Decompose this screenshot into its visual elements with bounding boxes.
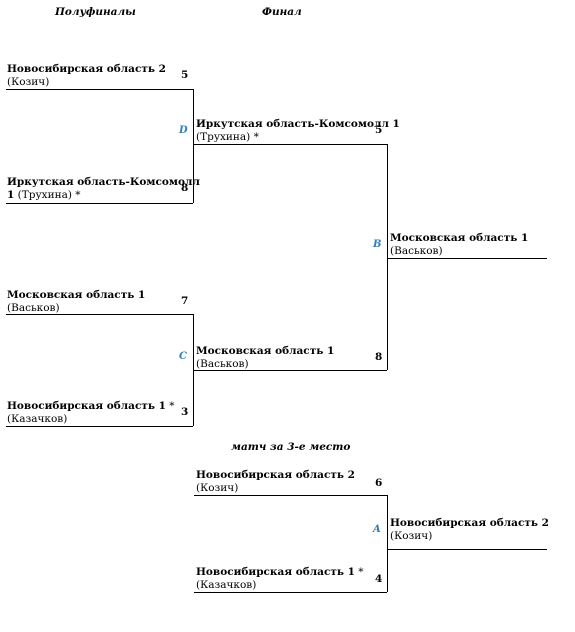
team-coach: (Козич) (390, 530, 433, 542)
team-name: Новосибирская область 2 (196, 469, 355, 481)
bracket-line (6, 426, 193, 427)
match-letter-b: B (373, 239, 382, 250)
team-coach: (Трухина) (196, 131, 251, 143)
team-name: Новосибирская область 1 (7, 400, 166, 412)
asterisk-mark: * (75, 189, 81, 201)
team-coach: (Трухина) (17, 189, 72, 201)
final-score-bottom: 8 (375, 351, 383, 363)
match-letter-a: A (373, 524, 381, 535)
bracket-line (6, 89, 193, 90)
team-coach: (Казачков) (196, 579, 257, 591)
final-header: Финал (262, 6, 302, 18)
bracket-line (194, 592, 387, 593)
semifinals-header: Полуфиналы (55, 6, 136, 18)
final-score-top: 5 (375, 124, 383, 136)
bracket-line (387, 495, 388, 592)
team-name: Московская область 1 (7, 289, 146, 301)
bracket-line (194, 495, 387, 496)
team-name: Московская область 1 (196, 345, 335, 357)
bracket-line (387, 144, 388, 370)
bracket-line (193, 89, 194, 203)
team-coach: (Казачков) (7, 413, 68, 425)
bracket-line (193, 314, 194, 426)
final-winner: Московская область 1 (Васьков) (390, 232, 528, 258)
asterisk-mark: * (169, 400, 175, 412)
semifinal-c-score-bottom: 3 (181, 406, 189, 418)
bracket-line (194, 144, 387, 145)
team-name-cont: 1 (7, 189, 15, 201)
semifinal-d-score-top: 5 (181, 69, 189, 81)
match-letter-c: C (179, 351, 187, 362)
semifinal-c-team-top: Московская область 1 (Васьков) (7, 289, 145, 315)
semifinal-c-score-top: 7 (181, 295, 189, 307)
match-letter-d: D (179, 125, 188, 136)
asterisk-mark: * (358, 566, 364, 578)
semifinal-d-team-bottom: Иркутская область-Комсомолл 1 (Трухина) … (7, 176, 200, 202)
bracket-line (194, 370, 387, 371)
semifinal-d-team-top: Новосибирская область 2 (Козич) (7, 63, 166, 89)
third-place-winner: Новосибирская область 2 (Козич) (390, 517, 549, 543)
third-place-team-top: Новосибирская область 2 (Козич) (196, 469, 355, 495)
bracket-line (6, 203, 193, 204)
bracket-line (388, 258, 547, 259)
semifinal-c-team-bottom: Новосибирская область 1 * (Казачков) (7, 400, 175, 426)
team-name: Новосибирская область 2 (390, 517, 549, 529)
bracket-line (388, 549, 547, 550)
asterisk-mark: * (253, 131, 259, 143)
team-name: Новосибирская область 2 (7, 63, 166, 75)
team-coach: (Васьков) (390, 245, 443, 257)
team-coach: (Васьков) (196, 358, 249, 370)
third-place-team-bottom: Новосибирская область 1 * (Казачков) (196, 566, 364, 592)
final-team-top: Иркутская область-Комсомолл 1 (Трухина) … (196, 118, 400, 144)
team-name: Иркутская область-Комсомолл 1 (196, 118, 400, 130)
third-place-header: матч за 3-е место (231, 441, 351, 453)
third-place-score-top: 6 (375, 477, 383, 489)
bracket-line (6, 314, 193, 315)
team-coach: (Козич) (196, 482, 239, 494)
semifinal-d-score-bottom: 8 (181, 182, 189, 194)
team-coach: (Васьков) (7, 302, 60, 314)
team-coach: (Козич) (7, 76, 50, 88)
third-place-score-bottom: 4 (375, 573, 383, 585)
team-name: Иркутская область-Комсомолл (7, 176, 200, 188)
team-name: Новосибирская область 1 (196, 566, 355, 578)
final-team-bottom: Московская область 1 (Васьков) (196, 345, 334, 371)
team-name: Московская область 1 (390, 232, 529, 244)
